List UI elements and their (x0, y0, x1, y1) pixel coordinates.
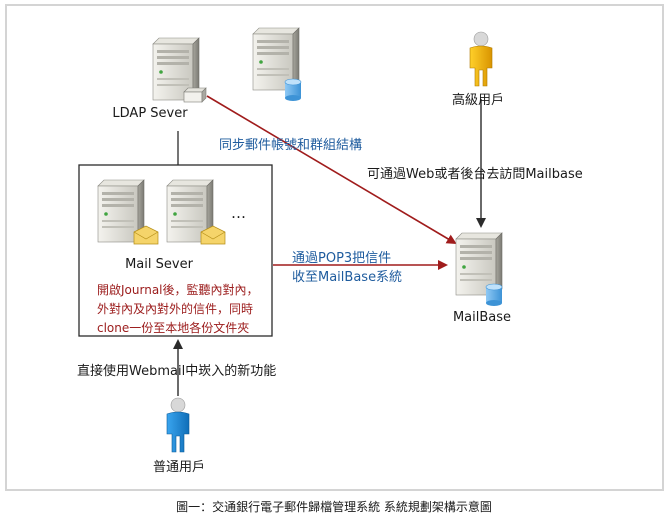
more-servers-ellipsis: … (231, 204, 247, 222)
journal-note-line3: clone一份至本地各份文件夾 (97, 321, 250, 335)
pop3-label-line2: 收至MailBase系統 (292, 270, 403, 285)
webmail-feature-label: 直接使用Webmail中崁入的新功能 (77, 364, 277, 379)
ldap-server-icon (152, 37, 207, 103)
journal-note-line2: 外對內及內對外的信件，同時 (97, 302, 254, 316)
outer-frame (5, 4, 664, 491)
sync-label: 同步郵件帳號和群組結構 (219, 138, 363, 153)
advanced-user-icon (469, 31, 493, 87)
ldap-server-label: LDAP Sever (112, 106, 188, 121)
ldap-to-mailbase-arrow (206, 95, 457, 245)
mailbase-label: MailBase (452, 310, 512, 325)
pop3-label-line1: 通過POP3把信件 (292, 251, 392, 266)
regular-user-label: 普通用戶 (152, 460, 206, 475)
mail-server-label: Mail Sever (125, 257, 193, 272)
regular-user-icon (166, 397, 190, 453)
web-access-label: 可通過Web或者後台去訪問Mailbase (367, 167, 583, 182)
mailbase-server-icon (455, 232, 503, 307)
journal-note-line1: 開啟Journal後，監聽內對內， (97, 283, 259, 297)
ldap-database-server-icon (252, 27, 302, 102)
figure-caption: 圖一：交通銀行電子郵件歸檔管理系統 系統規劃架構示意圖 (176, 500, 492, 514)
advanced-user-label: 高級用戶 (451, 93, 505, 108)
